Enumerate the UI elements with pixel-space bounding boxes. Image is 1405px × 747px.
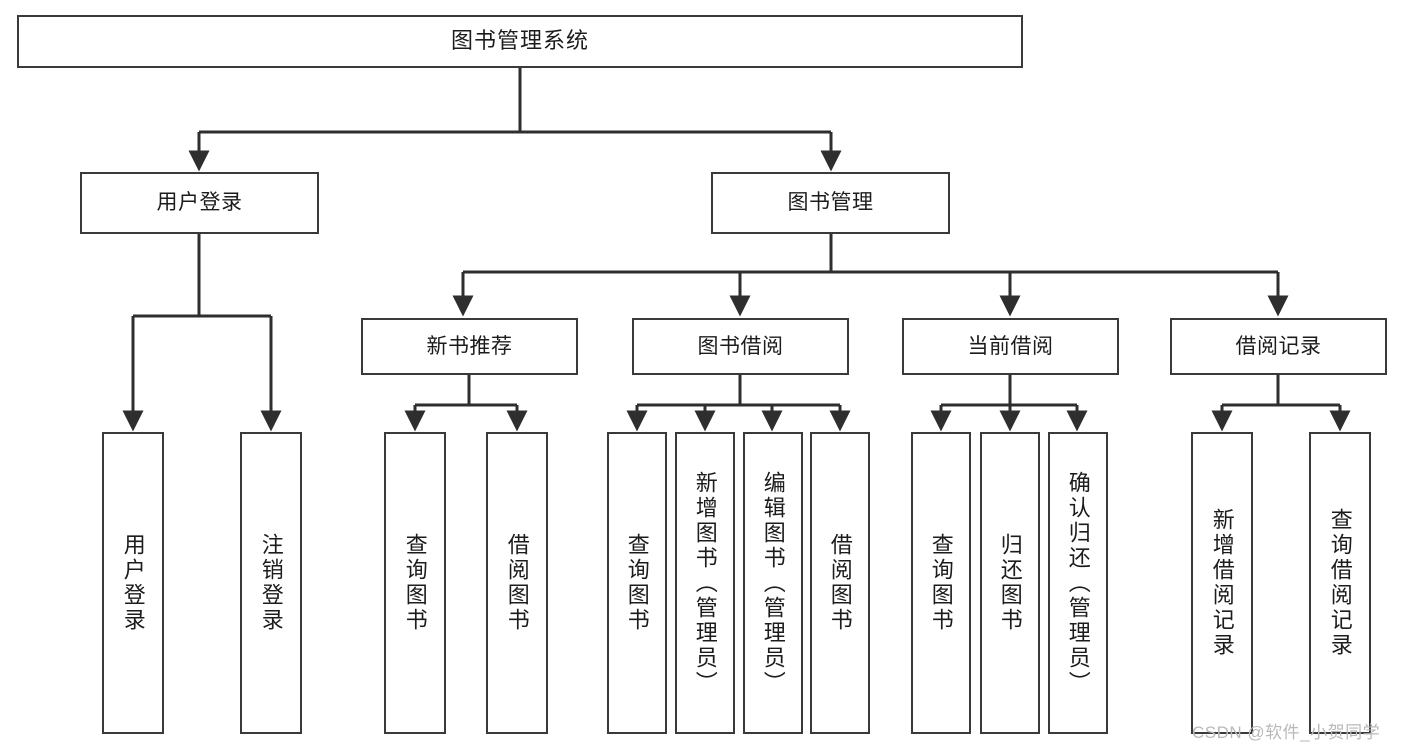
node-label: 归还图书 [997,533,1023,633]
node-current-borrow[interactable]: 当前借阅 [902,318,1119,375]
watermark-text: CSDN @软件_小贺同学 [1192,723,1381,742]
leaf-borrow-query-book[interactable]: 查询图书 [607,432,667,734]
node-root-system[interactable]: 图书管理系统 [17,15,1023,68]
node-label: 借阅记录 [1235,334,1322,358]
node-label: 新书推荐 [426,334,513,358]
leaf-current-return-book[interactable]: 归还图书 [980,432,1040,734]
node-label: 图书管理系统 [450,28,589,54]
leaf-borrow-borrow-book[interactable]: 借阅图书 [810,432,870,734]
node-label: 查询图书 [928,533,954,633]
node-label: 查询图书 [402,533,428,633]
node-book-management[interactable]: 图书管理 [711,172,950,234]
node-new-book-recommend[interactable]: 新书推荐 [361,318,578,375]
node-label: 注销登录 [258,533,284,633]
leaf-current-query-book[interactable]: 查询图书 [911,432,971,734]
node-label: 新增借阅记录 [1209,508,1235,658]
leaf-user-login[interactable]: 用户登录 [102,432,164,734]
node-label: 确认归还（管理员） [1065,470,1091,696]
leaf-record-add-borrow-record[interactable]: 新增借阅记录 [1191,432,1253,734]
node-label: 图书管理 [787,191,874,215]
node-label: 编辑图书（管理员） [760,470,786,696]
node-label: 查询借阅记录 [1327,508,1353,658]
node-borrow-record[interactable]: 借阅记录 [1170,318,1387,375]
leaf-recommend-borrow-book[interactable]: 借阅图书 [486,432,548,734]
node-book-borrow[interactable]: 图书借阅 [632,318,849,375]
node-label: 查询图书 [624,533,650,633]
node-label: 用户登录 [120,533,146,633]
leaf-current-confirm-return-admin[interactable]: 确认归还（管理员） [1048,432,1108,734]
leaf-record-query-borrow-record[interactable]: 查询借阅记录 [1309,432,1371,734]
leaf-logout[interactable]: 注销登录 [240,432,302,734]
node-label: 借阅图书 [827,533,853,633]
leaf-borrow-add-book-admin[interactable]: 新增图书（管理员） [675,432,735,734]
node-label: 借阅图书 [504,533,530,633]
leaf-recommend-query-book[interactable]: 查询图书 [384,432,446,734]
node-label: 用户登录 [156,191,243,215]
node-label: 当前借阅 [967,334,1054,358]
node-user-login[interactable]: 用户登录 [80,172,319,234]
leaf-borrow-edit-book-admin[interactable]: 编辑图书（管理员） [743,432,803,734]
node-label: 新增图书（管理员） [692,470,718,696]
node-label: 图书借阅 [697,334,784,358]
